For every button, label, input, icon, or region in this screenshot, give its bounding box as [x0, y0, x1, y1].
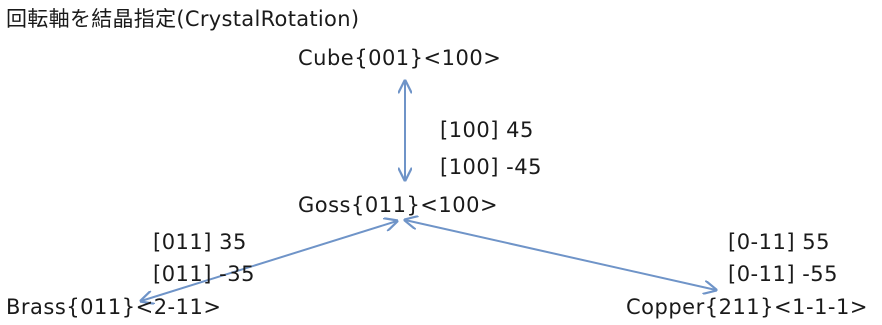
node-cube: Cube{001}<100>	[298, 46, 502, 70]
node-brass: Brass{011}<2-11>	[6, 295, 222, 319]
label-goss-brass-1: [011] 35	[153, 230, 247, 254]
label-cube-goss-2: [100] -45	[440, 155, 542, 179]
arrow-goss-copper	[405, 220, 716, 290]
label-cube-goss-1: [100] 45	[440, 118, 534, 142]
diagram-title: 回転軸を結晶指定(CrystalRotation)	[6, 7, 360, 31]
label-goss-brass-2: [011] -35	[153, 262, 255, 286]
node-copper: Copper{211}<1-1-1>	[626, 295, 868, 319]
label-goss-copper-2: [0-11] -55	[728, 262, 839, 286]
label-goss-copper-1: [0-11] 55	[728, 230, 830, 254]
node-goss: Goss{011}<100>	[298, 193, 499, 217]
arrow-goss-brass	[141, 221, 397, 301]
